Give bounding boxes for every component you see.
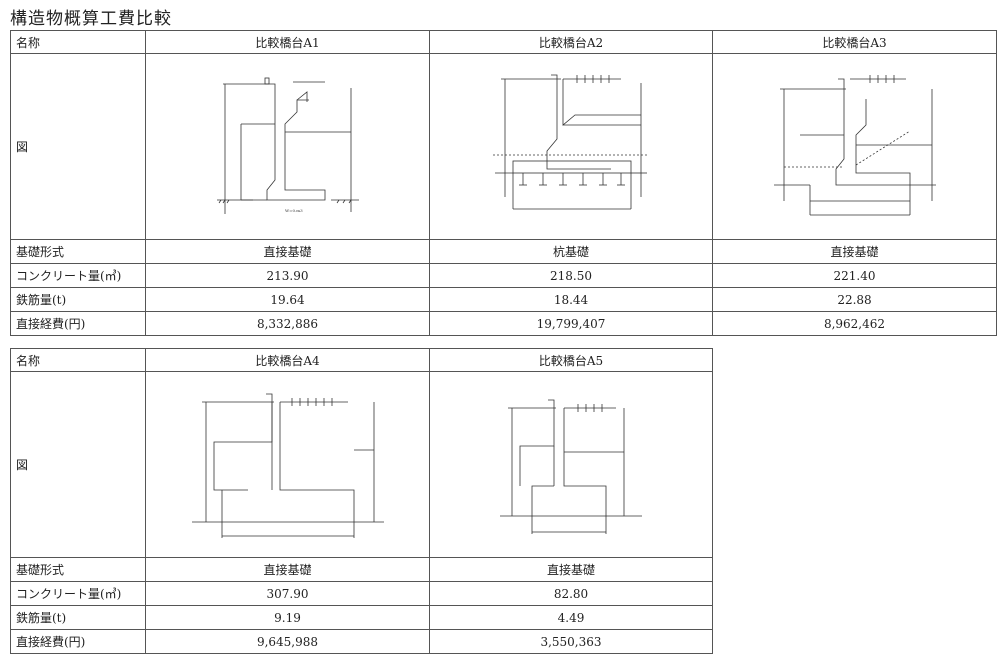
rebar-a3: 22.88 — [712, 287, 997, 312]
row-label-figure: 図 — [10, 371, 146, 558]
rebar-a2: 18.44 — [429, 287, 713, 312]
cost-a1: 8,332,886 — [145, 311, 430, 336]
drawing-cell-a1: W=0.m3 — [145, 53, 430, 240]
foundation-a2: 杭基礎 — [429, 239, 713, 264]
table-row: 直接経費(円) 8,332,886 19,799,407 8,962,462 — [10, 311, 997, 336]
table-row: 図 W=0.m3 — [10, 53, 997, 240]
drawing-cell-a3 — [712, 53, 997, 240]
column-name-a2: 比較橋台A2 — [429, 30, 713, 54]
row-label-cost: 直接経費(円) — [10, 629, 146, 654]
drawing-cell-a2 — [429, 53, 713, 240]
column-name-a1: 比較橋台A1 — [145, 30, 430, 54]
table-row: コンクリート量(㎥) 307.90 82.80 — [10, 581, 713, 606]
rebar-a1: 19.64 — [145, 287, 430, 312]
rebar-a5: 4.49 — [429, 605, 713, 630]
row-label-cost: 直接経費(円) — [10, 311, 146, 336]
table-row: 鉄筋量(t) 19.64 18.44 22.88 — [10, 287, 997, 312]
drawing-cell-a5 — [429, 371, 713, 558]
table-row: 鉄筋量(t) 9.19 4.49 — [10, 605, 713, 630]
cost-a2: 19,799,407 — [429, 311, 713, 336]
abutment-drawing-a5 — [500, 399, 642, 534]
table-row: 名称 比較橋台A1 比較橋台A2 比較橋台A3 — [10, 30, 997, 54]
row-label-concrete: コンクリート量(㎥) — [10, 581, 146, 606]
row-label-concrete: コンクリート量(㎥) — [10, 263, 146, 288]
foundation-a4: 直接基礎 — [145, 557, 430, 582]
table-row: コンクリート量(㎥) 213.90 218.50 221.40 — [10, 263, 997, 288]
foundation-a1: 直接基礎 — [145, 239, 430, 264]
row-label-figure: 図 — [10, 53, 146, 240]
abutment-drawing-a1: W=0.m3 — [216, 77, 359, 214]
abutment-drawing-a4 — [191, 393, 384, 538]
concrete-a1: 213.90 — [145, 263, 430, 288]
table-row: 基礎形式 直接基礎 杭基礎 直接基礎 — [10, 239, 997, 264]
column-name-a5: 比較橋台A5 — [429, 348, 713, 372]
concrete-a5: 82.80 — [429, 581, 713, 606]
scale-note: W=0.m3 — [285, 208, 303, 213]
concrete-a3: 221.40 — [712, 263, 997, 288]
table-row: 基礎形式 直接基礎 直接基礎 — [10, 557, 713, 582]
column-name-a4: 比較橋台A4 — [145, 348, 430, 372]
cost-a4: 9,645,988 — [145, 629, 430, 654]
row-label-name: 名称 — [10, 30, 146, 54]
abutment-drawing-a2 — [493, 74, 649, 209]
cost-a3: 8,962,462 — [712, 311, 997, 336]
concrete-a2: 218.50 — [429, 263, 713, 288]
table-row: 名称 比較橋台A4 比較橋台A5 — [10, 348, 713, 372]
table-row: 図 — [10, 371, 713, 558]
row-label-name: 名称 — [10, 348, 146, 372]
column-name-a3: 比較橋台A3 — [712, 30, 997, 54]
comparison-table-1: 名称 比較橋台A1 比較橋台A2 比較橋台A3 図 W=0.m3 — [10, 30, 997, 336]
page-title: 構造物概算工費比較 — [10, 9, 172, 29]
cost-a5: 3,550,363 — [429, 629, 713, 654]
foundation-a5: 直接基礎 — [429, 557, 713, 582]
rebar-a4: 9.19 — [145, 605, 430, 630]
table-row: 直接経費(円) 9,645,988 3,550,363 — [10, 629, 713, 654]
abutment-drawing-a3 — [773, 74, 936, 215]
row-label-rebar: 鉄筋量(t) — [10, 605, 146, 630]
concrete-a4: 307.90 — [145, 581, 430, 606]
row-label-rebar: 鉄筋量(t) — [10, 287, 146, 312]
drawing-cell-a4 — [145, 371, 430, 558]
comparison-table-2: 名称 比較橋台A4 比較橋台A5 図 — [10, 348, 713, 654]
foundation-a3: 直接基礎 — [712, 239, 997, 264]
row-label-foundation: 基礎形式 — [10, 239, 146, 264]
row-label-foundation: 基礎形式 — [10, 557, 146, 582]
